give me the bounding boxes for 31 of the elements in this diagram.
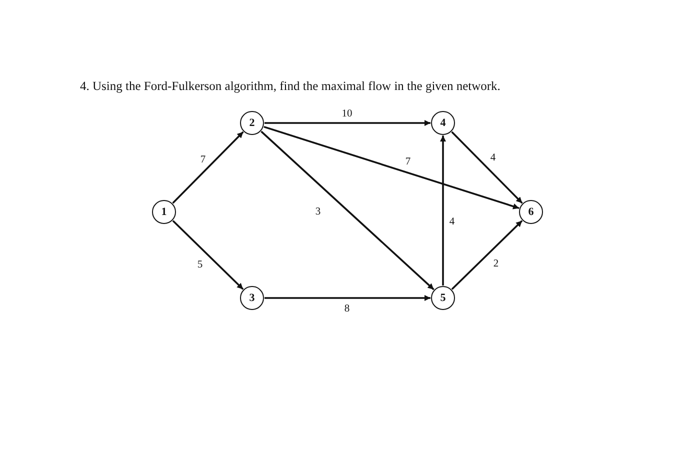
edge-label: 8 [343, 304, 351, 314]
arrow [172, 131, 244, 204]
node-number: 6 [528, 206, 534, 218]
edge-label: 7 [404, 156, 412, 168]
node-circle [519, 200, 543, 224]
node-number: 5 [440, 292, 446, 304]
arrow [264, 126, 520, 210]
arrow [451, 131, 523, 204]
node-number: 4 [440, 117, 446, 129]
edge-label: 4 [489, 152, 497, 164]
arrow [264, 120, 430, 126]
node-circle [240, 111, 264, 135]
node-number: 2 [249, 117, 255, 129]
node-circle [431, 111, 455, 135]
node-number: 3 [249, 292, 255, 304]
arrow [440, 136, 446, 286]
node-circle [152, 200, 176, 224]
edge-label: 10 [340, 108, 354, 120]
arrow [260, 130, 434, 290]
edge-label: 5 [196, 260, 204, 270]
arrow [264, 295, 430, 301]
edge-label: 2 [492, 258, 500, 270]
edge-label: 3 [314, 206, 322, 218]
node-number: 1 [161, 206, 167, 218]
edge-label: 7 [199, 154, 207, 166]
question-text: 4. Using the Ford-Fulkerson algorithm, find the maximal flow in the given network. [80, 79, 500, 94]
arrow [451, 220, 523, 290]
node-circle [240, 286, 264, 310]
node-circle [431, 286, 455, 310]
edge-label: 4 [448, 216, 456, 228]
arrow [172, 220, 244, 290]
